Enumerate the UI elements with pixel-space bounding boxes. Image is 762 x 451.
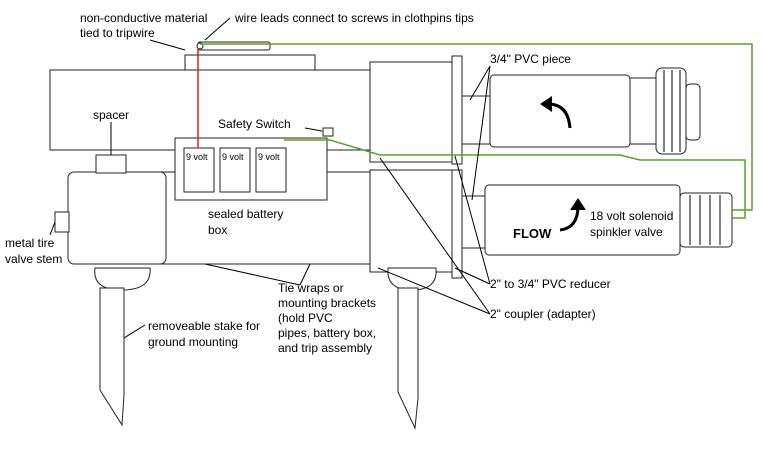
label-battery-2: 9 volt	[222, 152, 244, 162]
clothespin	[197, 41, 271, 51]
label-non-conductive: non-conductive material	[80, 11, 207, 25]
label-tie-wraps-5: and trip assembly	[278, 341, 372, 355]
label-ground-mounting: ground mounting	[148, 335, 238, 349]
label-battery-1: 9 volt	[186, 152, 208, 162]
safety-switch	[322, 127, 334, 137]
battery-2	[219, 147, 251, 193]
spacer	[95, 154, 127, 174]
right-stake-cap	[387, 267, 437, 291]
trip-platform	[184, 54, 316, 71]
upper-valve-body	[489, 74, 631, 148]
label-tripwire: tied to tripwire	[80, 26, 155, 40]
upper-valve-cap	[629, 77, 657, 145]
upper-valve-knob-end	[685, 83, 701, 141]
left-end-cap	[67, 171, 167, 265]
label-tie-wraps-3: (hold PVC	[278, 311, 333, 325]
right-stake	[397, 287, 419, 430]
label-flow: FLOW	[513, 226, 552, 241]
battery-1	[183, 147, 215, 193]
label-metal-tire: metal tire	[5, 236, 55, 250]
label-reducer: 2" to 3/4" PVC reducer	[490, 277, 611, 291]
upper-reducer-flange	[451, 55, 463, 165]
label-battery-3: 9 volt	[258, 152, 280, 162]
upper-pvc-piece	[461, 95, 493, 145]
lower-coupler	[369, 169, 453, 273]
label-sprinkler-valve: spinkler valve	[590, 225, 663, 239]
label-sealed-battery-box: box	[208, 223, 227, 237]
label-sealed-battery: sealed battery	[208, 207, 283, 221]
upper-valve-knob	[655, 67, 687, 155]
label-tie-wraps-4: pipes, battery box,	[278, 326, 376, 340]
green-wire-upper	[200, 43, 753, 211]
upper-coupler	[369, 61, 453, 163]
label-wire-leads: wire leads connect to screws in clothpin…	[234, 11, 474, 25]
label-coupler: 2" coupler (adapter)	[490, 307, 596, 321]
battery-3	[255, 147, 287, 193]
label-stake: removeable stake for	[148, 319, 260, 333]
solenoid-coil	[679, 192, 733, 248]
label-safety-switch: Safety Switch	[218, 117, 291, 131]
label-tie-wraps-2: mounting brackets	[278, 296, 376, 310]
label-pvc-piece: 3/4" PVC piece	[490, 52, 571, 66]
label-solenoid: 18 volt solenoid	[590, 209, 673, 223]
upper-pvc-pipe	[49, 69, 376, 151]
left-stake-cap	[94, 267, 151, 291]
left-stake	[99, 287, 125, 427]
label-valve-stem: valve stem	[5, 252, 62, 266]
label-tie-wraps-1: Tie wraps or	[278, 281, 344, 295]
green-wire-lower	[284, 139, 746, 219]
label-spacer: spacer	[93, 108, 129, 122]
tire-valve-stem	[54, 211, 70, 233]
